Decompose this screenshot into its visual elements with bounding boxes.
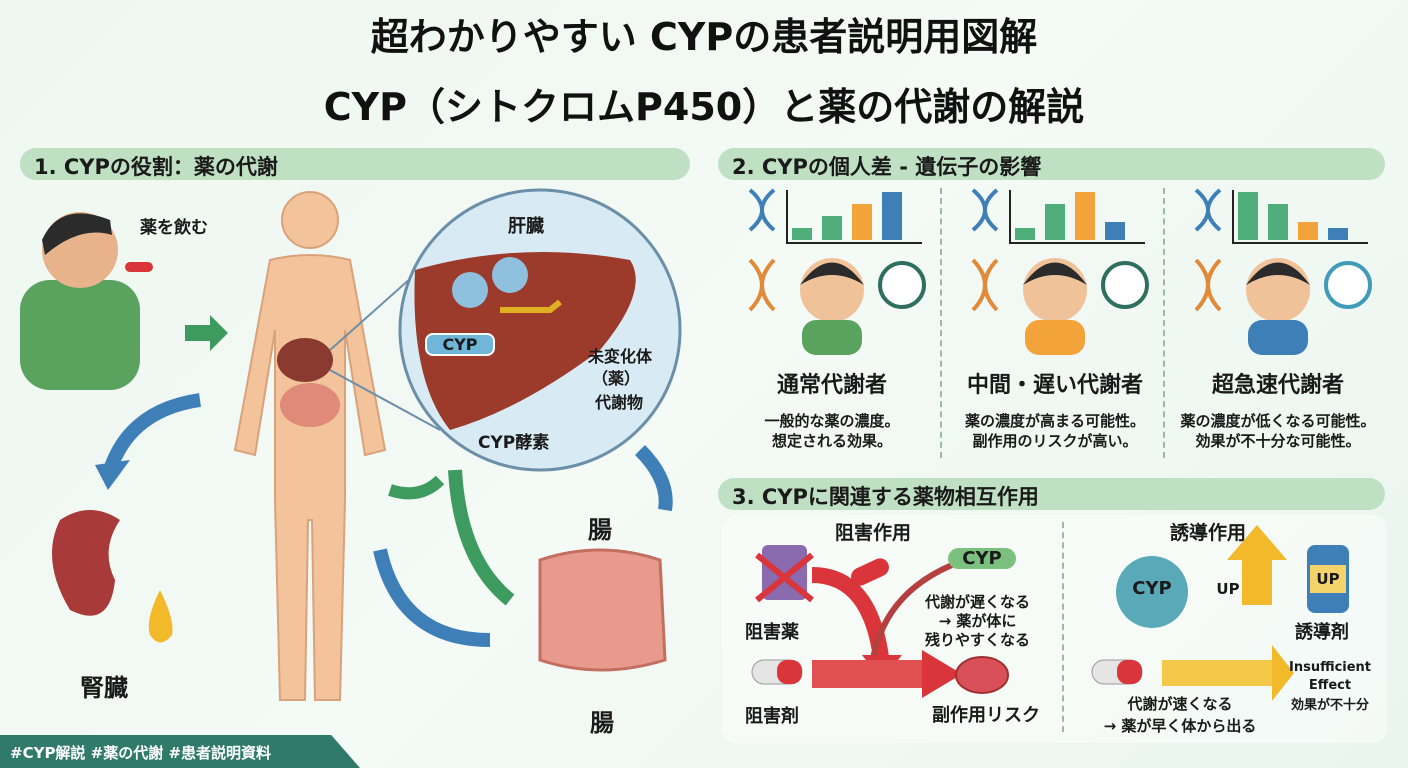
kidney-label: 腎臓 <box>80 674 128 702</box>
concentration-bar <box>1045 204 1065 240</box>
inducer-label: 誘導剤 <box>1295 622 1349 643</box>
urine-drop-icon <box>148 590 173 643</box>
metabolizer-desc2: 効果が不十分な可能性。 <box>1195 432 1361 450</box>
dna-icon <box>748 188 776 232</box>
liver-label: 肝臓 <box>508 216 544 237</box>
arrow-to-intestine-green <box>448 469 515 606</box>
inhibitor-drug-label: 阻害薬 <box>745 622 799 643</box>
person-taking-drug-icon <box>20 212 153 390</box>
arrow-to-intestine-blue <box>373 548 491 647</box>
inhibition-effect3: 残りやすくなる <box>924 631 1030 649</box>
metabolizer-illustration <box>748 188 926 355</box>
dna-icon <box>1194 188 1222 232</box>
induction-effect2: → 薬が早く体から出る <box>1103 717 1257 735</box>
section3-header: 3. CYPに関連する薬物相互作用 <box>718 478 1385 510</box>
inhibition-effect2: → 薬が体に <box>938 612 1017 630</box>
gear-icon <box>1116 556 1188 628</box>
concentration-bar <box>792 228 812 240</box>
inhibitor-agent-label: 阻害剤 <box>745 706 799 727</box>
side-effect-risk-label: 副作用リスク <box>932 705 1040 726</box>
metabolizer-desc1: 薬の濃度が高まる可能性。 <box>964 412 1145 430</box>
induction-cyp-label: CYP <box>1132 578 1172 599</box>
intestine-label-bottom: 腸 <box>590 709 614 737</box>
concentration-bar <box>1328 228 1348 240</box>
worker-icon <box>492 257 528 293</box>
concentration-bar <box>822 216 842 240</box>
section2-header: 2. CYPの個人差 - 遺伝子の影響 <box>718 148 1385 180</box>
inhibition-arrow <box>812 660 922 688</box>
metabolite-label: 代謝物 <box>595 393 644 412</box>
dna-icon <box>1194 258 1222 312</box>
inhibition-title: 阻害作用 <box>835 522 912 544</box>
concentration-bar <box>1298 222 1318 240</box>
arrow-to-kidney <box>103 393 202 473</box>
key-icon <box>500 299 562 313</box>
title-line2: CYP（シトクロムP450）と薬の代謝の解説 <box>323 85 1085 129</box>
human-body-icon <box>233 191 387 701</box>
title-line1: 超わかりやすい CYPの患者説明用図解 <box>370 15 1038 59</box>
concentration-bar <box>852 204 872 240</box>
concentration-bar <box>1268 204 1288 240</box>
dna-icon <box>748 258 776 312</box>
insufficient-en2: Effect <box>1308 678 1352 693</box>
fast-forward-icon <box>1324 261 1372 309</box>
metabolizer-desc2: 想定される効果。 <box>771 432 892 450</box>
clock-icon <box>1101 261 1149 309</box>
intestine-small-icon <box>280 383 340 427</box>
metabolizer-name: 中間・遅い代謝者 <box>966 373 1143 398</box>
capsule-icon <box>851 558 889 586</box>
concentration-bar <box>882 192 902 240</box>
intestine-label-top: 腸 <box>588 516 612 544</box>
metabolizer-desc1: 一般的な薬の濃度。 <box>764 412 900 430</box>
section1-illustration <box>20 188 682 701</box>
metabolizer-type-1: 通常代謝者 一般的な薬の濃度。 想定される効果。 <box>722 185 942 460</box>
induction-effect1: 代謝が速くなる <box>1127 695 1233 713</box>
metabolizer-name: 超急速代謝者 <box>1211 373 1344 398</box>
clock-icon <box>878 261 926 309</box>
tablet-icon <box>955 656 1009 694</box>
worker-icon <box>452 272 488 308</box>
concentration-bar <box>1015 228 1035 240</box>
inhibition-cyp-badge: CYP <box>948 548 1016 569</box>
metabolizer-type-3: 超急速代謝者 薬の濃度が低くなる可能性。 効果が不十分な可能性。 <box>1168 185 1388 460</box>
metabolizer-type-2: 中間・遅い代謝者 薬の濃度が高まる可能性。 副作用のリスクが高い。 <box>945 185 1165 460</box>
metabolizer-desc2: 副作用のリスクが高い。 <box>972 432 1138 450</box>
insufficient-en1: Insufficient <box>1288 660 1372 675</box>
hashtag-bar: #CYP解説 #薬の代謝 #患者説明資料 <box>0 735 360 768</box>
up-arrow-label: UP <box>1216 580 1240 598</box>
unchanged-label: 未変化体 <box>588 347 653 366</box>
dna-icon <box>971 258 999 312</box>
up-arrow-icon <box>1227 525 1287 605</box>
cyp-badge: CYP <box>425 333 495 356</box>
kidney-icon <box>52 510 120 616</box>
metabolizer-illustration <box>971 188 1149 355</box>
interaction-illustration <box>751 525 1349 701</box>
inhibition-effect1: 代謝が遅くなる <box>924 593 1030 611</box>
liver-small-icon <box>277 338 333 382</box>
concentration-bar <box>1105 222 1125 240</box>
intestine-icon <box>538 548 667 672</box>
induction-title: 誘導作用 <box>1170 522 1247 544</box>
cyp-enzyme-label: CYP酵素 <box>478 433 550 453</box>
drug-paren-label: （薬） <box>592 369 641 388</box>
take-drug-label: 薬を飲む <box>140 218 208 238</box>
arrow-to-body-icon <box>185 315 228 351</box>
concentration-bar <box>1238 192 1258 240</box>
dna-icon <box>971 188 999 232</box>
section1-header: 1. CYPの役割：薬の代謝 <box>20 148 690 180</box>
up-bottle-label: UP <box>1316 570 1340 588</box>
induction-arrow <box>1162 660 1272 686</box>
metabolizer-desc1: 薬の濃度が低くなる可能性。 <box>1180 412 1376 430</box>
concentration-bar <box>1075 192 1095 240</box>
metabolizer-name: 通常代謝者 <box>776 373 887 398</box>
insufficient-ja: 効果が不十分 <box>1290 698 1369 713</box>
x-mark-icon <box>755 552 814 603</box>
metabolizer-illustration <box>1194 188 1372 355</box>
